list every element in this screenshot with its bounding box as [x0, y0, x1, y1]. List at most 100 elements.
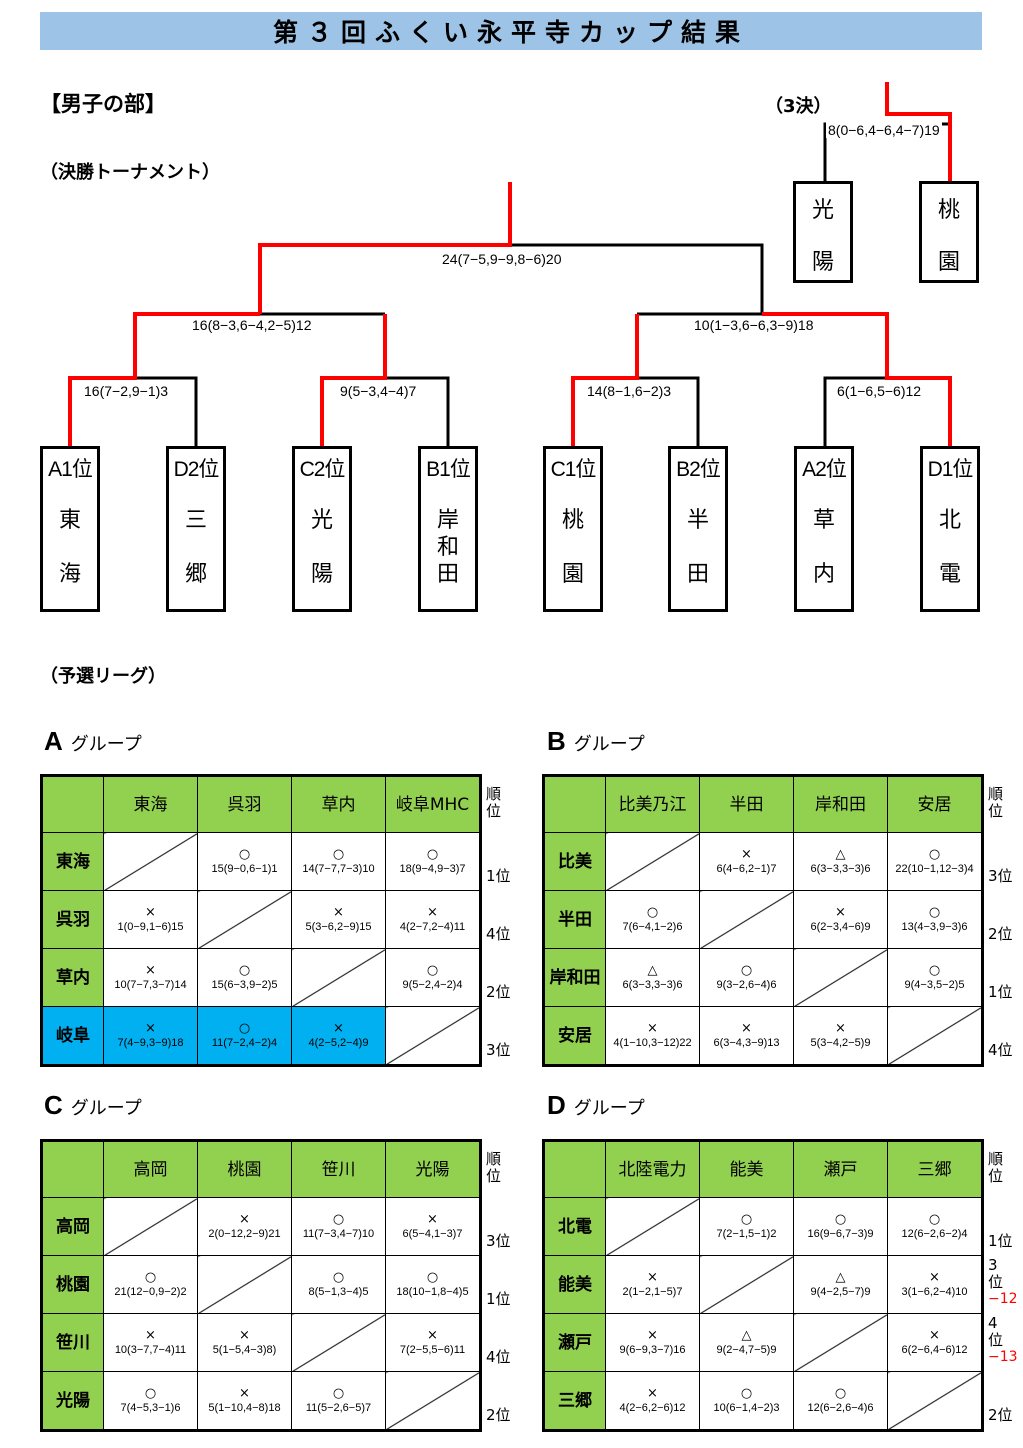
result-symbol: ×	[741, 846, 752, 862]
result-score: 9(4−3,5−2)5	[904, 978, 965, 991]
result-score: 10(7−7,3−7)14	[114, 978, 187, 991]
team-char: 陽	[310, 562, 333, 587]
result-score: 9(2−4,7−5)9	[716, 1343, 777, 1356]
result-symbol: ×	[741, 1020, 752, 1036]
result-symbol: ×	[239, 1211, 250, 1227]
column-header: 北陸電力	[605, 1140, 700, 1198]
result-score: 8(5−1,3−4)5	[308, 1285, 369, 1298]
table-row: 瀬戸×9(6−9,3−7)16△9(2−4,7−5)9×6(2−6,4−6)12	[543, 1313, 983, 1372]
result-score: 12(6−2,6−2)4	[901, 1227, 968, 1240]
match-result-cell: ○10(6−1,4−2)3	[699, 1371, 794, 1431]
point-difference: −13	[988, 1349, 1018, 1365]
column-header: 岸和田	[793, 775, 888, 833]
match-result-cell: ○22(10−1,12−3)4	[887, 832, 983, 891]
tournament-heading: （決勝トーナメント）	[40, 162, 220, 183]
match-result-cell: ×6(2−6,4−6)12	[887, 1313, 983, 1372]
result-symbol: ○	[332, 846, 345, 862]
bracket-team-box: D2位三郷	[166, 446, 226, 612]
result-symbol: ○	[144, 1269, 157, 1285]
row-header: 東海	[41, 832, 104, 891]
table-row: 三郷×4(2−6,2−6)12○10(6−1,4−2)3○12(6−2,6−4)…	[543, 1371, 983, 1431]
result-symbol: ○	[646, 904, 659, 920]
match-result-cell: △9(4−2,5−7)9	[793, 1255, 888, 1314]
result-score: 6(3−3,3−3)6	[810, 862, 871, 875]
result-symbol: ×	[145, 904, 156, 920]
self-match-cell	[385, 1371, 481, 1431]
match-result-cell: ○11(5−2,6−5)7	[291, 1371, 386, 1431]
result-symbol: ○	[332, 1385, 345, 1401]
result-symbol: ×	[239, 1327, 250, 1343]
column-header: 岐阜MHC	[385, 775, 481, 833]
match-result-cell: △6(3−3,3−3)6	[793, 832, 888, 891]
row-header: 高岡	[41, 1197, 104, 1256]
result-score: 22(10−1,12−3)4	[895, 862, 974, 875]
group-d-table: 北陸電力能美瀬戸三郷北電○7(2−1,5−1)2○16(9−6,7−3)9○12…	[542, 1139, 984, 1432]
match-result-cell: ○12(6−2,6−2)4	[887, 1197, 983, 1256]
column-header: 瀬戸	[793, 1140, 888, 1198]
result-symbol: ○	[332, 1269, 345, 1285]
result-score: 9(5−2,4−2)4	[402, 978, 463, 991]
result-symbol: ×	[333, 904, 344, 920]
rank-label: 2位	[988, 1406, 1013, 1424]
match-result-cell: ○14(7−7,7−3)10	[291, 832, 386, 891]
result-symbol: ○	[740, 1385, 753, 1401]
match-result-cell: ×6(2−3,4−6)9	[793, 890, 888, 949]
result-symbol: ×	[647, 1385, 658, 1401]
rank-label: 2位	[486, 983, 511, 1001]
match-result-cell: ×5(3−6,2−9)15	[291, 890, 386, 949]
team-char: 田	[436, 562, 459, 587]
self-match-cell	[793, 948, 888, 1007]
match-result-cell: ×6(5−4,1−3)7	[385, 1197, 481, 1256]
rank-header: 順 位	[486, 785, 502, 820]
match-result-cell: ×4(2−5,2−4)9	[291, 1006, 386, 1066]
result-score: 16(9−6,7−3)9	[807, 1227, 874, 1240]
bracket-black-lines	[70, 122, 950, 448]
qf-score: 16(7−2,9−1)3	[82, 383, 171, 399]
result-score: 9(6−9,3−7)16	[619, 1343, 686, 1356]
match-result-cell: ×7(2−5,5−6)11	[385, 1313, 481, 1372]
match-result-cell: ○7(6−4,1−2)6	[605, 890, 700, 949]
row-header: 三郷	[543, 1371, 606, 1431]
team-char: 内	[812, 562, 835, 587]
column-header: 安居	[887, 775, 983, 833]
match-result-cell: ○11(7−2,4−2)4	[197, 1006, 292, 1066]
bracket-team-box: B1位岸和田	[418, 446, 478, 612]
page-title: 第３回ふくい永平寺カップ結果	[40, 12, 982, 50]
result-score: 2(1−2,1−5)7	[622, 1285, 683, 1298]
result-symbol: ×	[427, 904, 438, 920]
column-header: 半田	[699, 775, 794, 833]
seed-label: B2位	[676, 458, 721, 481]
result-symbol: ×	[427, 1327, 438, 1343]
result-score: 9(4−2,5−7)9	[810, 1285, 871, 1298]
team-char: 半	[686, 508, 709, 533]
row-header: 光陽	[41, 1371, 104, 1431]
match-result-cell: ○21(12−0,9−2)2	[103, 1255, 198, 1314]
self-match-cell	[291, 1313, 386, 1372]
result-score: 11(7−2,4−2)4	[211, 1036, 278, 1049]
row-header: 安居	[543, 1006, 606, 1066]
row-header: 岐阜	[41, 1006, 104, 1066]
result-symbol: ×	[145, 1020, 156, 1036]
table-row: 東海○15(9−0,6−1)1○14(7−7,7−3)10○18(9−4,9−3…	[41, 832, 481, 891]
result-symbol: ○	[238, 1020, 251, 1036]
match-result-cell: ○8(5−1,3−4)5	[291, 1255, 386, 1314]
match-result-cell: ○9(4−3,5−2)5	[887, 948, 983, 1007]
seed-label: D1位	[927, 458, 974, 481]
result-symbol: ○	[426, 1269, 439, 1285]
self-match-cell	[103, 1197, 198, 1256]
table-row: 高岡×2(0−12,2−9)21○11(7−3,4−7)10×6(5−4,1−3…	[41, 1197, 481, 1256]
result-symbol: △	[835, 1269, 846, 1285]
corner-cell	[41, 1140, 104, 1198]
match-result-cell: ○18(10−1,8−4)5	[385, 1255, 481, 1314]
team-char: 園	[561, 562, 584, 587]
rank-label: 3位	[486, 1041, 511, 1059]
result-symbol: ×	[647, 1269, 658, 1285]
team-char: 郷	[184, 562, 207, 587]
corner-cell	[41, 775, 104, 833]
result-symbol: ○	[928, 962, 941, 978]
self-match-cell	[197, 890, 292, 949]
match-result-cell: ○18(9−4,9−3)7	[385, 832, 481, 891]
table-row: 能美×2(1−2,1−5)7△9(4−2,5−7)9×3(1−6,2−4)10	[543, 1255, 983, 1314]
